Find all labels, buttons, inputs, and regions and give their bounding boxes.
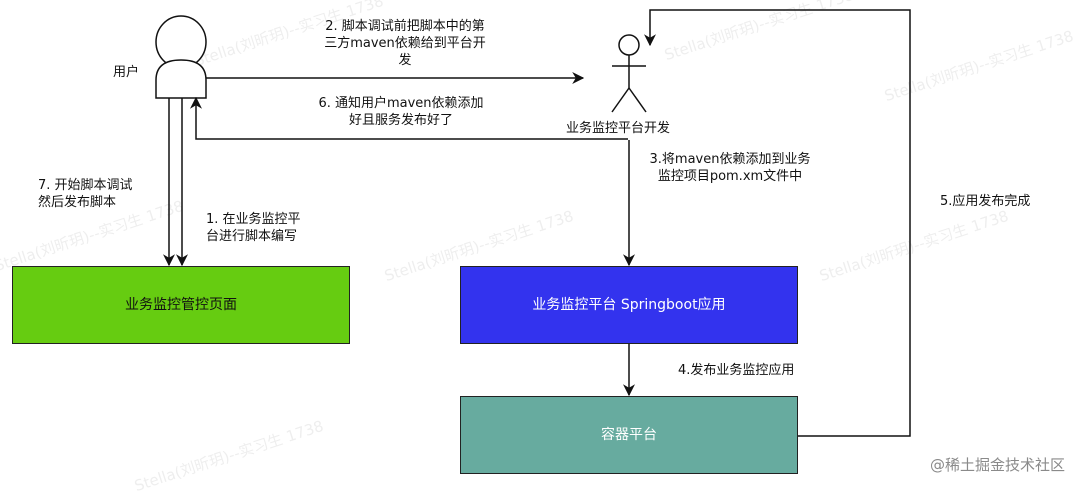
step-1-label: 1. 在业务监控平 台进行脚本编写 [206, 212, 301, 244]
platform-app-label: 业务监控平台 Springboot应用 [532, 297, 726, 313]
user-label: 用户 [113, 65, 140, 80]
step-7-label: 7. 开始脚本调试 然后发布脚本 [38, 178, 133, 210]
arrow-step5 [644, 9, 911, 437]
step-4-label: 4.发布业务监控应用 [678, 363, 795, 378]
arrow-step6 [190, 96, 628, 140]
container-platform-box: 容器平台 [460, 396, 798, 474]
step-3-label: 3.将maven依赖添加到业务 监控项目pom.xm文件中 [649, 152, 811, 184]
developer-label: 业务监控平台开发 [566, 121, 671, 136]
step-2-label: 2. 脚本调试前把脚本中的第 三方maven依赖给到平台开 发 [324, 19, 486, 68]
user-actor-icon [155, 15, 207, 99]
developer-stick-figure-icon [611, 34, 647, 113]
management-page-label: 业务监控管控页面 [125, 297, 237, 313]
platform-app-box: 业务监控平台 Springboot应用 [460, 266, 798, 344]
step-5-label: 5.应用发布完成 [940, 194, 1031, 209]
footer-credit: @稀土掘金技术社区 [930, 456, 1066, 474]
container-platform-label: 容器平台 [601, 427, 657, 443]
step-6-label: 6. 通知用户maven依赖添加 好且服务发布好了 [318, 96, 484, 128]
management-page-box: 业务监控管控页面 [12, 266, 350, 344]
